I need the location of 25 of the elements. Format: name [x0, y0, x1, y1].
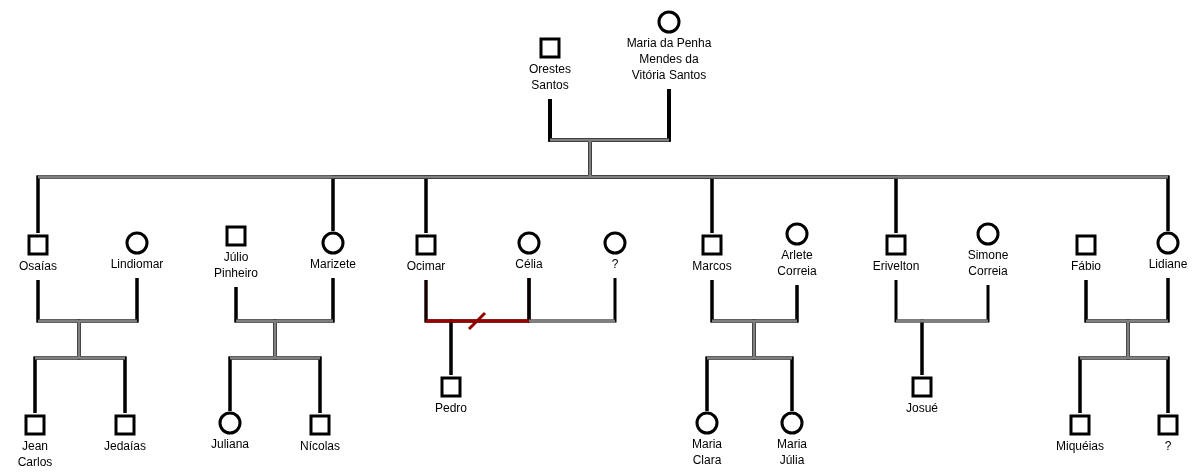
person-name: ? — [611, 256, 619, 272]
person-name: Miquéias — [1056, 438, 1104, 454]
person-name: Pedro — [435, 400, 467, 416]
person-name: Maria Clara — [691, 436, 723, 468]
person-name: Ocimar — [406, 258, 446, 274]
person-name: Orestes Santos — [528, 61, 572, 93]
person-name: Maria Júlia — [776, 436, 808, 468]
person-name: Nícolas — [300, 438, 340, 454]
person-name: Erivelton — [872, 258, 920, 274]
person-name: Lindiomar — [110, 256, 164, 272]
person-name: Maria da Penha Mendes da Vitória Santos — [625, 35, 713, 83]
person-name: Juliana — [211, 436, 249, 452]
person-name: Júlio Pinheiro — [213, 249, 259, 281]
person-name: Simone Correia — [966, 247, 1010, 279]
person-name: Marcos — [692, 258, 732, 274]
person-name: Célia — [515, 256, 543, 272]
person-name: Jedaías — [104, 438, 146, 454]
person-name: Josué — [906, 400, 938, 416]
person-name: Marizete — [310, 256, 356, 272]
person-name: Osaías — [19, 258, 57, 274]
person-name: Jean Carlos — [16, 438, 54, 470]
person-name: Arlete Correia — [776, 247, 818, 279]
person-name: Lidiane — [1148, 256, 1188, 272]
person-name: Fábio — [1071, 258, 1101, 274]
person-name: ? — [1164, 438, 1172, 454]
